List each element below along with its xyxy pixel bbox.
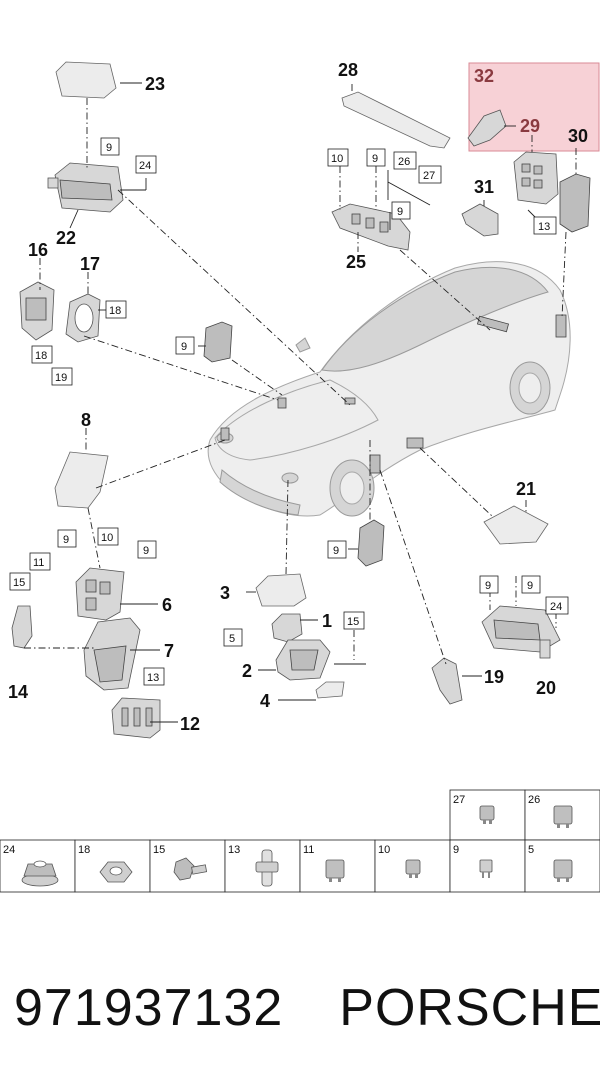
callout-3: 3 bbox=[220, 583, 230, 603]
callout-2: 2 bbox=[242, 661, 252, 681]
part-2 bbox=[275, 639, 331, 681]
car-illustration bbox=[207, 261, 571, 517]
box-label-9: 9 bbox=[63, 534, 69, 546]
brand-name: PORSCHE bbox=[339, 979, 600, 1037]
nut-icon bbox=[99, 861, 133, 883]
table-cell-label: 5 bbox=[528, 844, 534, 856]
box-label-9: 9 bbox=[181, 341, 187, 353]
footer: 971937132 PORSCHE bbox=[14, 978, 600, 1048]
box-label-24: 24 bbox=[550, 601, 562, 613]
table-cell-label: 10 bbox=[378, 844, 390, 856]
table-cell-label: 27 bbox=[453, 794, 465, 806]
box-label-10: 10 bbox=[101, 532, 113, 544]
part-29 bbox=[513, 151, 559, 205]
callout-4: 4 bbox=[260, 691, 270, 711]
part-21 bbox=[483, 505, 549, 545]
box-label-9: 9 bbox=[397, 206, 403, 218]
box-label-9: 9 bbox=[106, 142, 112, 154]
callout-numbers: 23 22 16 17 8 6 7 14 12 3 1 2 4 19 21 20… bbox=[8, 60, 588, 734]
box-label-18: 18 bbox=[109, 305, 121, 317]
callout-21: 21 bbox=[516, 479, 536, 499]
box-label-5: 5 bbox=[229, 633, 235, 645]
callout-30: 30 bbox=[568, 126, 588, 146]
callout-19: 19 bbox=[484, 667, 504, 687]
box-label-13: 13 bbox=[538, 221, 550, 233]
relay-small-icon bbox=[479, 805, 495, 824]
relay-icon bbox=[553, 859, 573, 882]
box-label-27: 27 bbox=[423, 170, 435, 182]
box-label-9: 9 bbox=[333, 545, 339, 557]
part-23 bbox=[55, 61, 117, 99]
part-20 bbox=[481, 605, 561, 659]
part-9-module-a bbox=[203, 321, 233, 363]
table-cell-label: 15 bbox=[153, 844, 165, 856]
box-label-10: 10 bbox=[331, 153, 343, 165]
callout-28: 28 bbox=[338, 60, 358, 80]
part-number: 971937132 bbox=[14, 979, 284, 1037]
box-label-9: 9 bbox=[372, 153, 378, 165]
clip-icon bbox=[255, 849, 279, 887]
table-cell-label: 26 bbox=[528, 794, 540, 806]
flange-nut-icon bbox=[21, 860, 59, 887]
callout-29: 29 bbox=[520, 116, 540, 136]
box-label-11: 11 bbox=[33, 557, 44, 569]
part-17 bbox=[65, 293, 101, 343]
part-25 bbox=[331, 203, 411, 251]
relay-icon bbox=[325, 859, 345, 882]
callout-16: 16 bbox=[28, 240, 48, 260]
part-7 bbox=[83, 617, 141, 691]
leader-lines bbox=[24, 82, 577, 723]
box-label-9: 9 bbox=[527, 580, 533, 592]
part-16 bbox=[19, 281, 55, 341]
callout-20: 20 bbox=[536, 678, 556, 698]
callout-23: 23 bbox=[145, 74, 165, 94]
callout-7: 7 bbox=[164, 641, 174, 661]
box-label-24: 24 bbox=[139, 160, 151, 172]
box-label-15: 15 bbox=[13, 577, 25, 589]
hardware-table: 27 26 24 18 15 13 11 10 9 5 bbox=[0, 789, 600, 893]
bolt-icon bbox=[173, 857, 208, 881]
part-9-module-b bbox=[357, 519, 385, 567]
callout-25: 25 bbox=[346, 252, 366, 272]
callout-32: 32 bbox=[474, 66, 494, 86]
box-label-18: 18 bbox=[35, 350, 47, 362]
callout-22: 22 bbox=[56, 228, 76, 248]
relay-icon bbox=[553, 805, 573, 828]
callout-8: 8 bbox=[81, 410, 91, 430]
table-cell-label: 9 bbox=[453, 844, 459, 856]
part-6 bbox=[75, 567, 125, 621]
fuse-icon bbox=[479, 859, 493, 878]
part-28 bbox=[341, 91, 451, 149]
callout-17: 17 bbox=[80, 254, 100, 274]
box-label-15: 15 bbox=[347, 616, 359, 628]
table-cell-label: 18 bbox=[78, 844, 90, 856]
part-14 bbox=[11, 605, 33, 649]
part-3 bbox=[255, 573, 307, 607]
part-30 bbox=[559, 173, 591, 233]
callout-6: 6 bbox=[162, 595, 172, 615]
table-cell-label: 24 bbox=[3, 844, 15, 856]
part-19 bbox=[431, 657, 463, 705]
box-label-19: 19 bbox=[55, 372, 67, 384]
callout-14: 14 bbox=[8, 682, 28, 702]
box-label-26: 26 bbox=[398, 156, 410, 168]
callout-12: 12 bbox=[180, 714, 200, 734]
box-label-9: 9 bbox=[143, 545, 149, 557]
part-4 bbox=[315, 681, 345, 699]
table-cell-label: 13 bbox=[228, 844, 240, 856]
callout-31: 31 bbox=[474, 177, 494, 197]
table-cell-label: 11 bbox=[303, 844, 314, 856]
part-31 bbox=[461, 203, 499, 237]
callout-1: 1 bbox=[322, 611, 332, 631]
part-22 bbox=[47, 162, 124, 213]
relay-small-icon bbox=[405, 859, 421, 878]
box-label-9: 9 bbox=[485, 580, 491, 592]
part-8 bbox=[54, 451, 109, 509]
boxed-labels: 9 24 18 18 19 9 9 10 9 11 15 13 5 bbox=[9, 137, 569, 686]
part-12 bbox=[111, 697, 161, 739]
box-label-13: 13 bbox=[147, 672, 159, 684]
part-1 bbox=[271, 613, 303, 643]
